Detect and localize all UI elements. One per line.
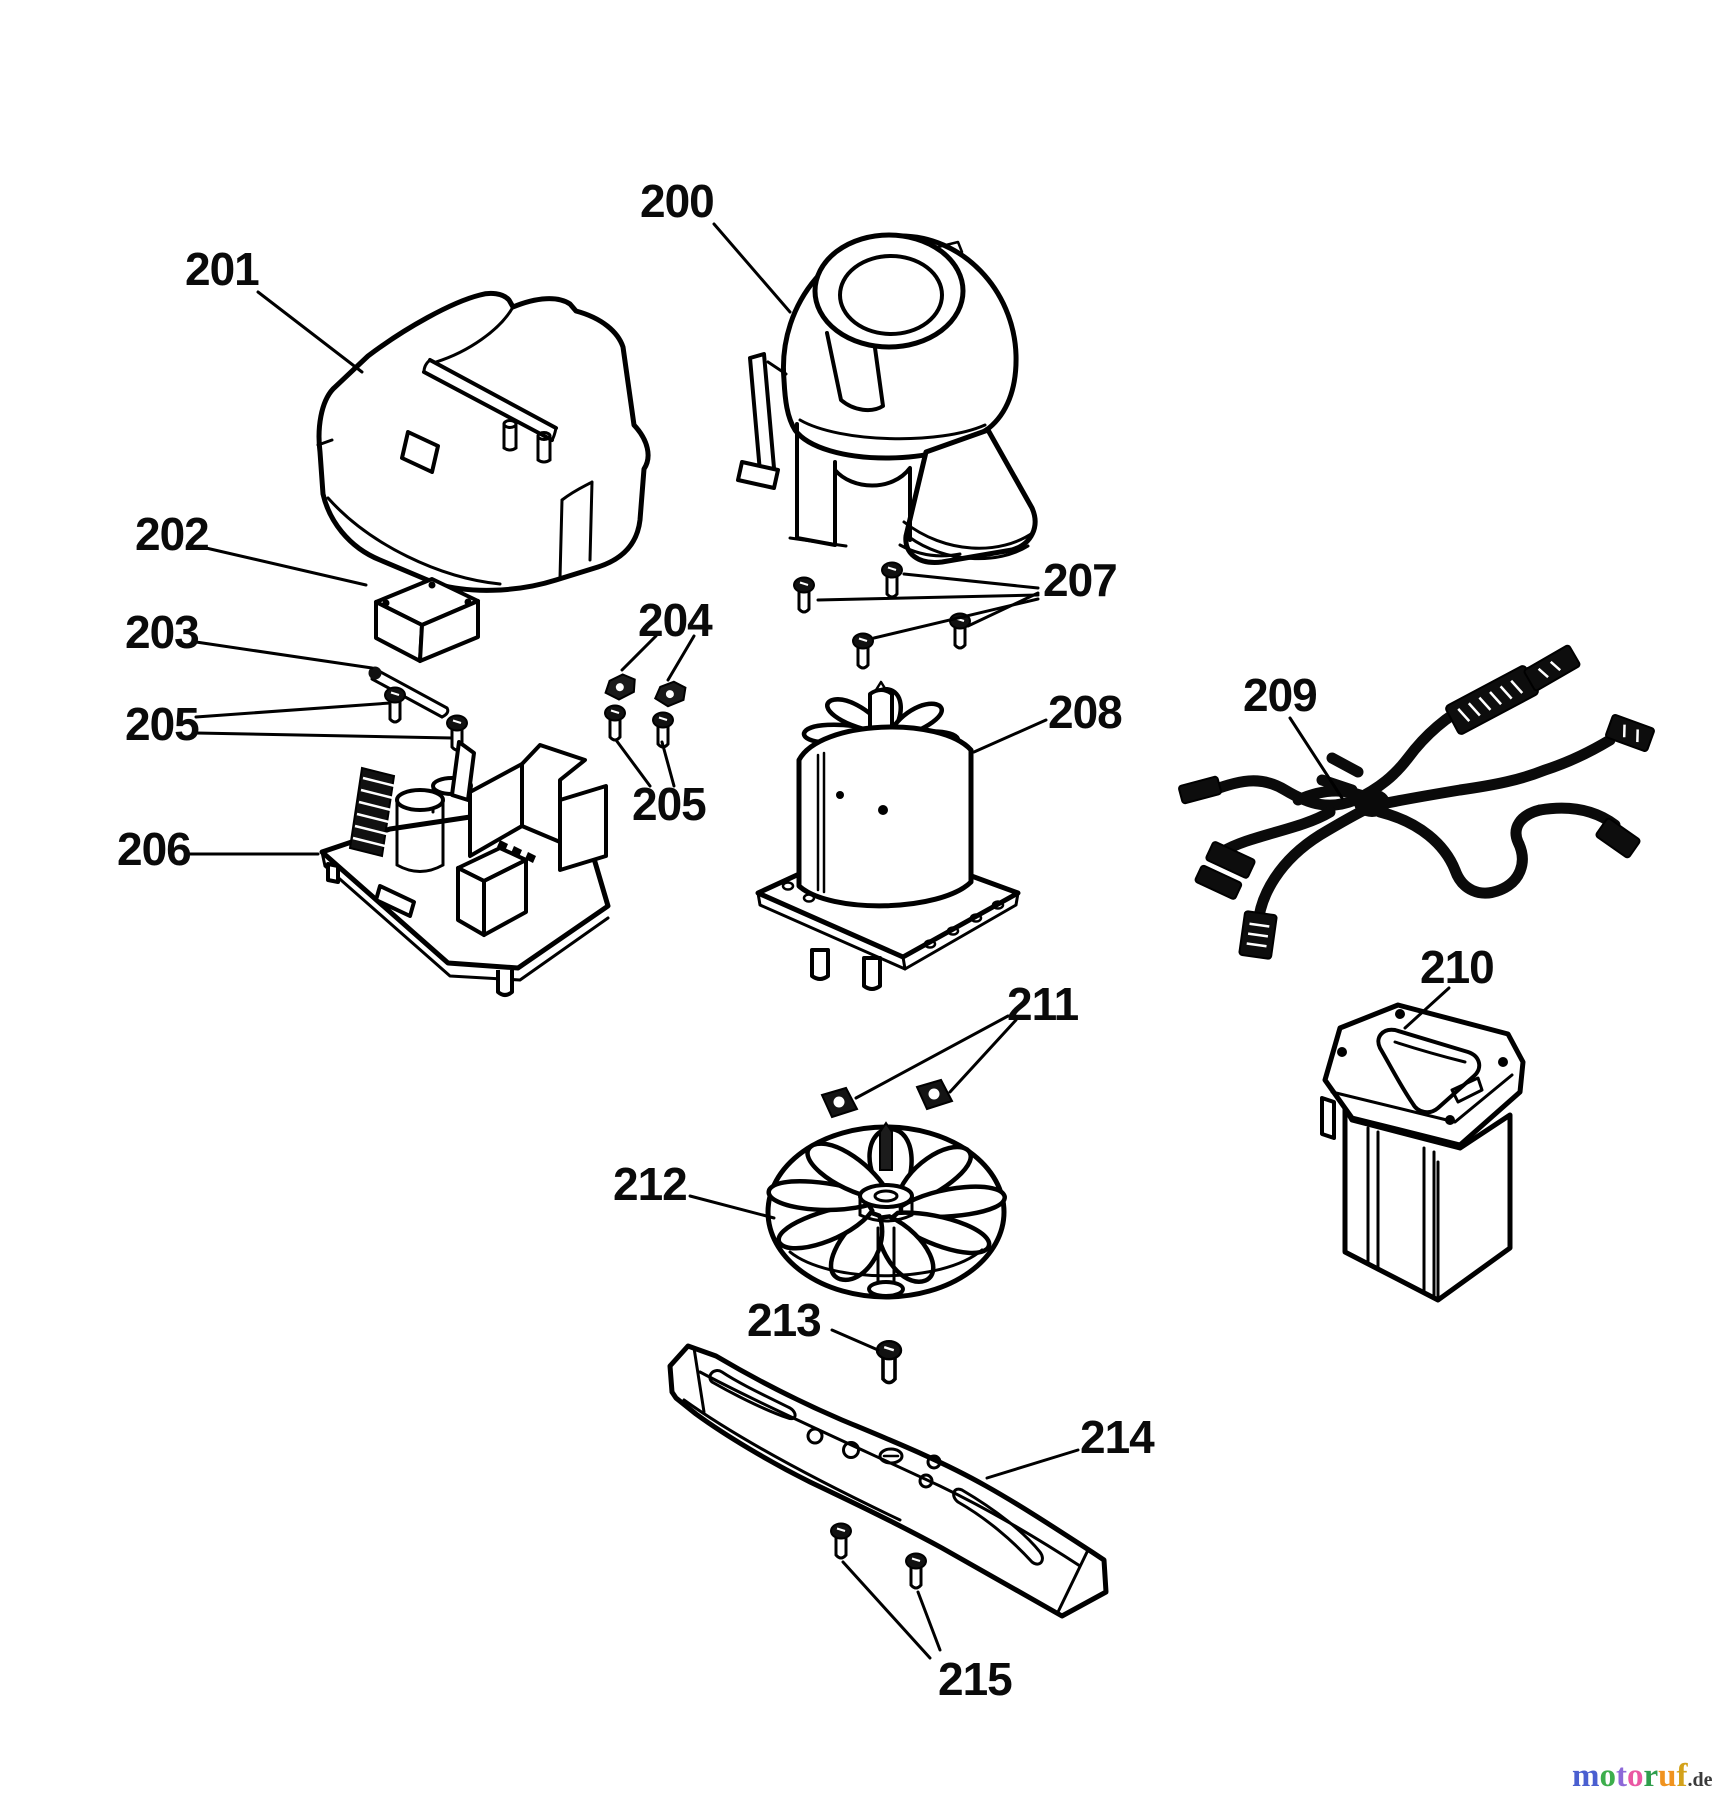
part-214-blade (667, 1343, 1109, 1619)
leader-lines (186, 222, 1451, 1660)
part-204-clips (601, 671, 688, 749)
part-211-nuts (821, 1079, 953, 1118)
watermark: motoruf.de (1572, 1758, 1713, 1794)
leader-204 (620, 634, 696, 682)
leader-212 (688, 1194, 776, 1220)
leader-213 (830, 1328, 880, 1352)
bolt-icon (875, 1339, 903, 1385)
leader-203 (194, 640, 374, 670)
clip-icon (652, 679, 688, 709)
screw-icon (383, 686, 407, 724)
leader-211 (854, 1014, 1018, 1100)
nut-icon (821, 1087, 858, 1118)
callout-214: 214 (1080, 1411, 1155, 1463)
callout-205-left: 205 (125, 698, 199, 750)
screw-icon (851, 632, 875, 670)
screw-icon (904, 1552, 928, 1590)
callout-212: 212 (613, 1158, 687, 1210)
callout-206: 206 (117, 823, 191, 875)
leader-208 (972, 718, 1048, 754)
callout-202: 202 (135, 508, 209, 560)
part-206-circuit-board (319, 740, 611, 997)
leader-210 (1403, 986, 1451, 1030)
watermark-suffix: .de (1688, 1769, 1713, 1791)
part-200-blower-housing (736, 232, 1038, 565)
leader-214 (985, 1448, 1080, 1480)
leader-200 (712, 222, 792, 314)
callout-203: 203 (125, 606, 199, 658)
leader-202 (204, 546, 368, 587)
leader-209 (1288, 716, 1344, 800)
callout-200: 200 (640, 175, 714, 227)
callout-207: 207 (1043, 554, 1117, 606)
leader-205-center (614, 738, 676, 788)
clip-icon (601, 671, 639, 703)
callout-209: 209 (1243, 669, 1317, 721)
part-210-battery (1320, 1002, 1526, 1303)
callout-215: 215 (938, 1653, 1012, 1705)
nut-icon (916, 1079, 953, 1110)
part-212-fan-impeller (765, 1121, 1008, 1300)
part-213-bolt (875, 1339, 903, 1385)
callout-201: 201 (185, 243, 259, 295)
leader-215 (841, 1560, 942, 1660)
part-202-control-box (374, 577, 480, 663)
callout-213: 213 (747, 1294, 821, 1346)
watermark-motoruf-text: motoruf.de (1572, 1758, 1713, 1794)
callout-labels: 200 201 202 203 204 205 205 206 207 208 … (117, 175, 1495, 1705)
part-203-rod (368, 666, 450, 719)
leader-205-left (194, 701, 454, 740)
callout-205-center: 205 (632, 778, 706, 830)
screw-icon (829, 1522, 853, 1560)
callout-211: 211 (1007, 978, 1079, 1030)
leader-201 (256, 290, 364, 374)
part-201-top-cover (316, 290, 651, 593)
callout-208: 208 (1048, 686, 1122, 738)
callout-210: 210 (1420, 941, 1494, 993)
screw-icon (792, 576, 816, 614)
leader-207 (816, 572, 1040, 640)
part-209-wiring-harness (1178, 644, 1655, 960)
screw-icon (603, 704, 627, 742)
callout-204: 204 (638, 594, 713, 646)
screw-icon (880, 561, 904, 599)
part-208-motor (755, 680, 1021, 991)
